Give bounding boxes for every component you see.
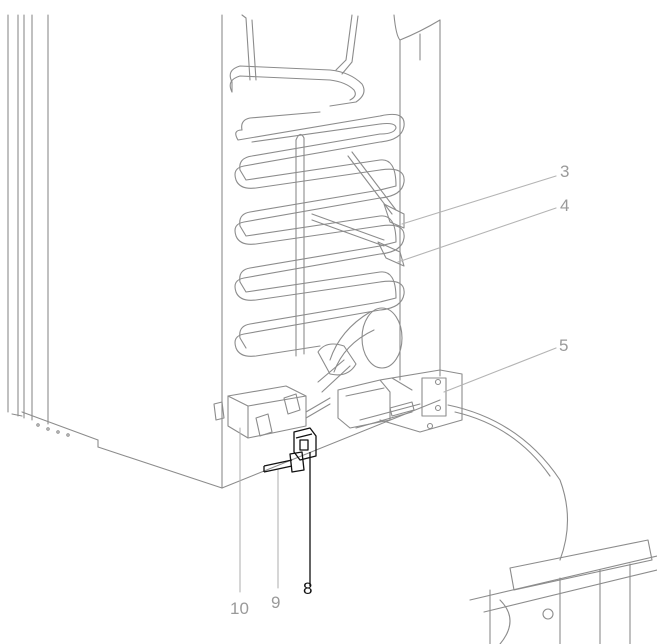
absorber-cylinder xyxy=(317,307,403,393)
callout-label-9: 9 xyxy=(271,593,281,612)
callout-label-3: 3 xyxy=(560,162,570,181)
leader-line-3 xyxy=(401,175,557,225)
condenser-coils xyxy=(234,111,405,357)
callout-label-4: 4 xyxy=(560,196,570,215)
callout-label-10: 10 xyxy=(230,599,249,618)
lower-frame xyxy=(447,404,657,644)
leader-line-5 xyxy=(443,347,557,393)
left-side-panel xyxy=(7,14,99,448)
support-rods xyxy=(311,151,405,267)
leader-lines xyxy=(239,175,557,593)
leader-line-4 xyxy=(397,207,557,263)
callout-label-5: 5 xyxy=(559,336,569,355)
top-pipes xyxy=(229,14,365,107)
gas-control-block xyxy=(213,385,331,439)
highlighted-valve-assembly xyxy=(263,427,317,586)
burner-housing xyxy=(337,369,463,433)
boiler-tube xyxy=(393,14,441,381)
callout-label-8: 8 xyxy=(303,579,313,598)
